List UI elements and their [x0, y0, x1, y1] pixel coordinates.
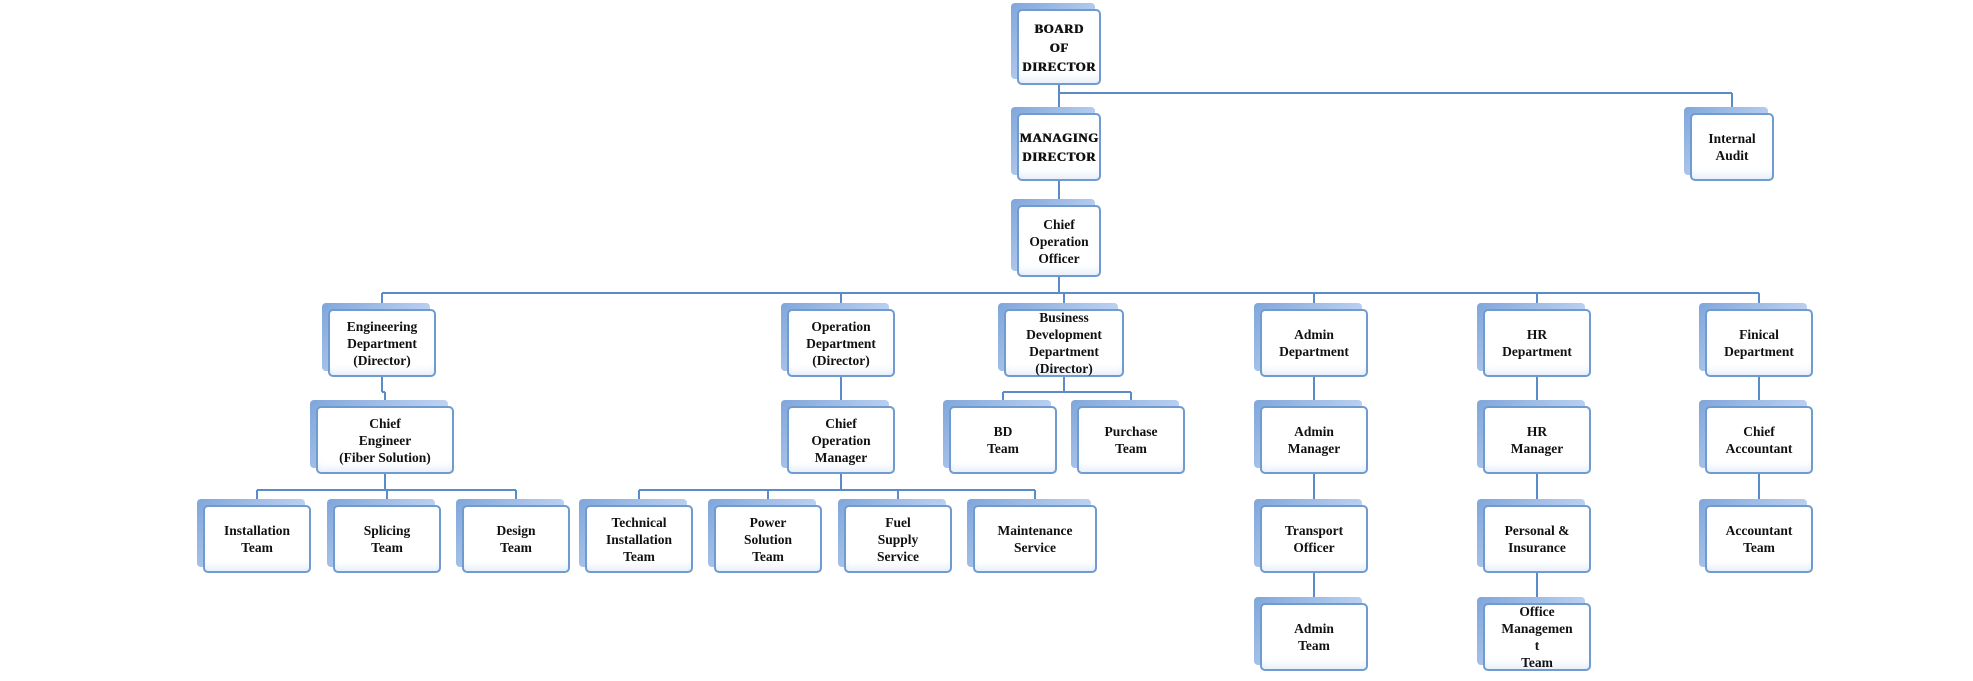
- node-label: HR Department: [1483, 309, 1591, 377]
- node-label: Admin Department: [1260, 309, 1368, 377]
- node-label: Personal & Insurance: [1483, 505, 1591, 573]
- node-label: Design Team: [462, 505, 570, 573]
- node-label: Purchase Team: [1077, 406, 1185, 474]
- org-node-acct-team: Accountant Team: [1699, 499, 1813, 573]
- org-node-personal: Personal & Insurance: [1477, 499, 1591, 573]
- org-node-tech-inst: Technical Installation Team: [579, 499, 693, 573]
- org-node-bd-dept: Business Development Department (Directo…: [998, 303, 1124, 377]
- org-node-coo: Chief Operation Officer: [1011, 199, 1101, 277]
- node-label: Internal Audit: [1690, 113, 1774, 181]
- org-node-purchase: Purchase Team: [1071, 400, 1185, 474]
- org-node-admin-mgr: Admin Manager: [1254, 400, 1368, 474]
- node-label: Admin Manager: [1260, 406, 1368, 474]
- org-node-splicing: Splicing Team: [327, 499, 441, 573]
- node-label: BD Team: [949, 406, 1057, 474]
- org-node-admin-team: Admin Team: [1254, 597, 1368, 671]
- node-label: Maintenance Service: [973, 505, 1097, 573]
- org-node-hr-mgr: HR Manager: [1477, 400, 1591, 474]
- node-label: Technical Installation Team: [585, 505, 693, 573]
- org-node-design: Design Team: [456, 499, 570, 573]
- org-node-chief-acct: Chief Accountant: [1699, 400, 1813, 474]
- org-node-op-dept: Operation Department (Director): [781, 303, 895, 377]
- org-node-office-mgmt: Office Managemen t Team: [1477, 597, 1591, 671]
- node-label: Power Solution Team: [714, 505, 822, 573]
- node-label: Chief Operation Manager: [787, 406, 895, 474]
- node-label: Chief Operation Officer: [1017, 205, 1101, 277]
- node-label: Engineering Department (Director): [328, 309, 436, 377]
- org-node-eng-dept: Engineering Department (Director): [322, 303, 436, 377]
- org-node-fin-dept: Finical Department: [1699, 303, 1813, 377]
- org-node-fuel: Fuel Supply Service: [838, 499, 952, 573]
- node-label: Installation Team: [203, 505, 311, 573]
- node-label: HR Manager: [1483, 406, 1591, 474]
- org-node-hr-dept: HR Department: [1477, 303, 1591, 377]
- node-label: MANAGING DIRECTOR: [1017, 113, 1101, 181]
- node-label: Splicing Team: [333, 505, 441, 573]
- org-node-audit: Internal Audit: [1684, 107, 1774, 181]
- node-label: Operation Department (Director): [787, 309, 895, 377]
- node-label: Admin Team: [1260, 603, 1368, 671]
- node-label: Chief Accountant: [1705, 406, 1813, 474]
- node-label: BOARD OF DIRECTOR: [1017, 9, 1101, 85]
- org-node-power: Power Solution Team: [708, 499, 822, 573]
- org-node-chief-eng: Chief Engineer (Fiber Solution): [310, 400, 454, 474]
- org-node-maint: Maintenance Service: [967, 499, 1097, 573]
- node-label: Fuel Supply Service: [844, 505, 952, 573]
- node-label: Accountant Team: [1705, 505, 1813, 573]
- org-node-bd-team: BD Team: [943, 400, 1057, 474]
- org-node-board: BOARD OF DIRECTOR: [1011, 3, 1101, 85]
- node-label: Finical Department: [1705, 309, 1813, 377]
- org-node-md: MANAGING DIRECTOR: [1011, 107, 1101, 181]
- node-label: Chief Engineer (Fiber Solution): [316, 406, 454, 474]
- node-label: Office Managemen t Team: [1483, 603, 1591, 671]
- org-node-install: Installation Team: [197, 499, 311, 573]
- org-node-chief-op-mgr: Chief Operation Manager: [781, 400, 895, 474]
- node-label: Business Development Department (Directo…: [1004, 309, 1124, 377]
- org-node-transport: Transport Officer: [1254, 499, 1368, 573]
- node-label: Transport Officer: [1260, 505, 1368, 573]
- org-node-admin-dept: Admin Department: [1254, 303, 1368, 377]
